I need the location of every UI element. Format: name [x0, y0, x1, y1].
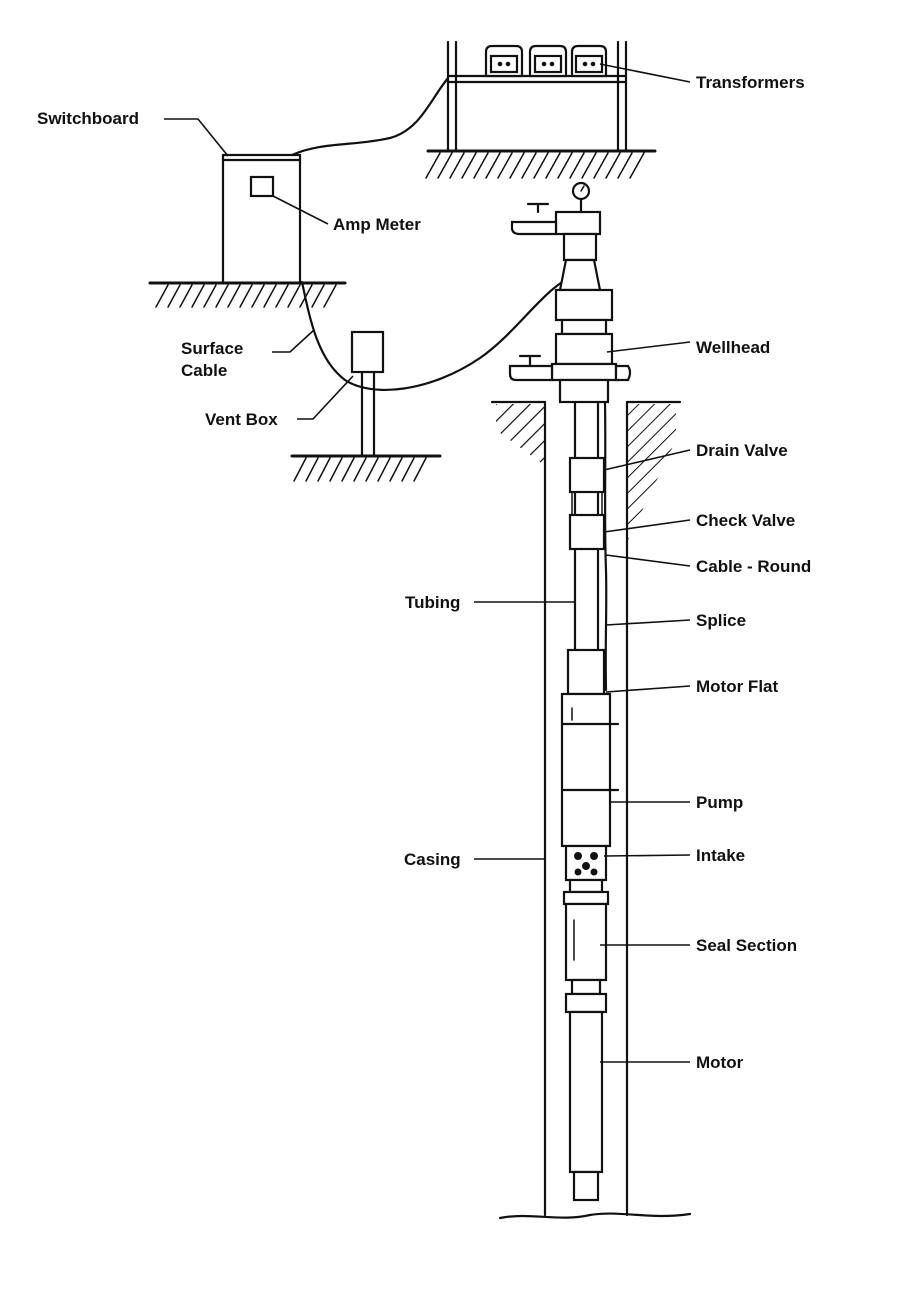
splice-leader [605, 619, 691, 626]
splice-label: Splice [696, 611, 746, 630]
motor-flat-label: Motor Flat [696, 677, 778, 696]
well-ground-surface [490, 400, 682, 540]
transformer-unit-3 [570, 44, 608, 78]
cable-round-label: Cable - Round [696, 557, 811, 576]
wellhead-leader [606, 341, 691, 353]
amp-meter-label: Amp Meter [333, 215, 421, 234]
transformer-unit-1 [484, 44, 524, 78]
transformer-to-switchboard-cable [290, 76, 450, 157]
pump-label: Pump [696, 793, 743, 812]
motor-label: Motor [696, 1053, 744, 1072]
transformers-label: Transformers [696, 73, 805, 92]
cable-round [603, 400, 608, 692]
amp-meter-icon [249, 175, 275, 198]
vent-box-label: Vent Box [205, 410, 278, 429]
cable-round-leader [605, 554, 691, 567]
vent-box-leader [297, 375, 354, 420]
drain-valve-label: Drain Valve [696, 441, 788, 460]
wellhead-assembly [508, 181, 632, 404]
casing [543, 400, 629, 1217]
surface-cable [300, 272, 580, 391]
transformers-leader [599, 63, 691, 83]
vent-box [350, 330, 385, 457]
seal-section-label: Seal Section [696, 936, 797, 955]
drain-valve-leader [603, 449, 691, 471]
intake-label: Intake [696, 846, 745, 865]
vent-box-ground [290, 454, 442, 482]
surface-cable-label-line1: Surface [181, 339, 243, 358]
transformer-unit-2 [528, 44, 568, 78]
tubing-label: Tubing [405, 593, 460, 612]
pump-string [560, 648, 620, 1202]
check-valve-label: Check Valve [696, 511, 795, 530]
transformers-ground [425, 149, 657, 179]
surface-cable-leader [272, 329, 315, 353]
switchboard-cabinet [221, 153, 302, 284]
switchboard-ground [148, 281, 347, 308]
intake-leader [603, 854, 691, 857]
casing-label: Casing [404, 850, 461, 869]
transformers-rack [446, 40, 628, 152]
amp-meter-leader [272, 195, 329, 225]
switchboard-leader [164, 118, 229, 157]
surface-cable-label-line2: Cable [181, 361, 227, 380]
switchboard-label: Switchboard [37, 109, 139, 128]
check-valve [568, 513, 606, 551]
well-bottom [498, 1212, 692, 1220]
wellhead-label: Wellhead [696, 338, 770, 357]
motor-flat-leader [605, 685, 691, 693]
check-valve-leader [603, 519, 691, 533]
drain-valve [568, 456, 606, 494]
